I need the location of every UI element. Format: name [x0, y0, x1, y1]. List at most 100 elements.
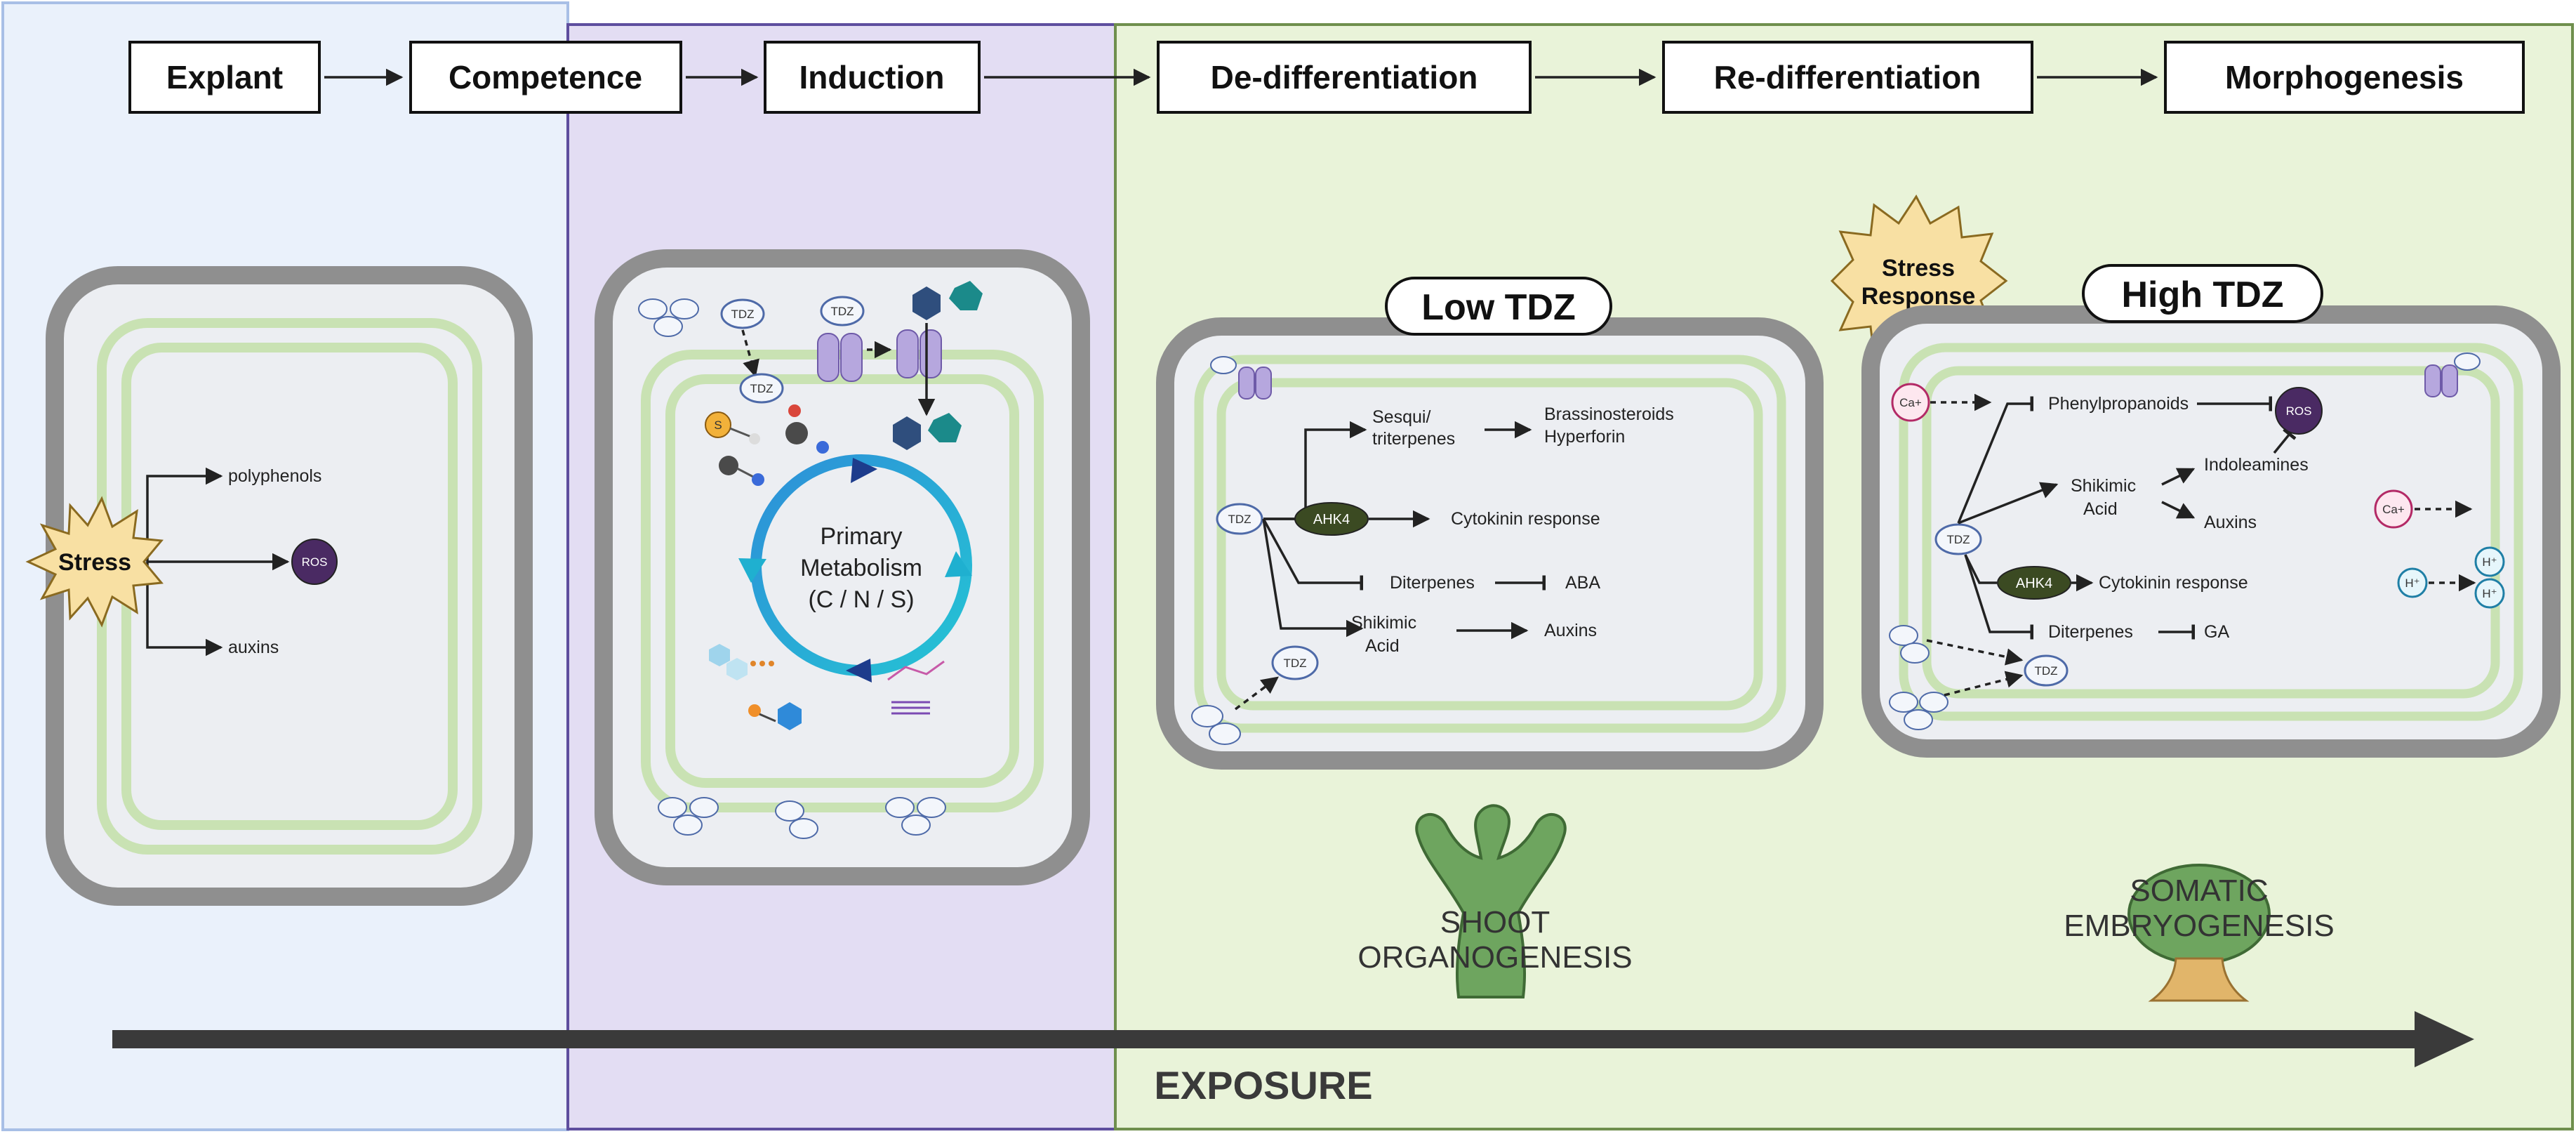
high-tdz-hub-label: TDZ [1946, 533, 1970, 546]
high-ahk4-label: AHK4 [2016, 576, 2052, 591]
atom-c [785, 422, 808, 444]
cycle-arrow-right [945, 551, 972, 577]
arrow-high-tdz-entry-2 [1944, 671, 2024, 697]
label-low-triterpenes: triterpenes [1372, 429, 1455, 449]
arrow-stress-polyphenols [146, 467, 223, 562]
cycle-label-2: Metabolism [800, 555, 922, 581]
high-tdz-membrane-inner [1922, 366, 2500, 699]
high-tdz-cluster-icon [1889, 625, 1948, 730]
arrow-high-tdz-entry-1 [1926, 639, 2024, 666]
tdz-clusters-bottom [658, 797, 946, 839]
high-h-out-label-1: H⁺ [2482, 555, 2497, 569]
high-ca-label: Ca+ [1899, 396, 1922, 409]
cycle-arrow-left [738, 558, 766, 583]
shoot-plant-icon [1415, 804, 1567, 998]
stage-competence-label: Competence [449, 59, 642, 95]
tdz-transporter-label: TDZ [830, 305, 854, 318]
high-h-out-label-2: H⁺ [2482, 587, 2497, 600]
shoot-label-1: SHOOT [1440, 905, 1550, 939]
stage-explant-label: Explant [166, 59, 283, 95]
label-high-cytokinin: Cytokinin response [2099, 573, 2248, 593]
label-low-cytokinin: Cytokinin response [1451, 509, 1600, 529]
high-tdz-entering-icon [2024, 654, 2069, 687]
label-high-indoleamines: Indoleamines [2204, 455, 2309, 475]
high-tdz-membrane-outer [1899, 343, 2523, 721]
stage-redifferentiation: Re-differentiation [1662, 41, 2033, 114]
stage-dedifferentiation: De-differentiation [1157, 41, 1532, 114]
stage-competence: Competence [409, 41, 682, 114]
low-tdz-membrane-outer [1194, 355, 1786, 733]
label-high-shikimic-1: Shikimic [2071, 476, 2136, 496]
stage-dedifferentiation-label: De-differentiation [1211, 59, 1478, 95]
cycle-arrow-bottom [846, 659, 872, 683]
sulfur-icon [705, 411, 731, 438]
high-ahk4-icon [1997, 566, 2071, 600]
arrow-low-tdz-entry [1234, 676, 1279, 711]
arrow-tdz-entry [741, 329, 759, 378]
high-tdz-entering-label: TDZ [2034, 664, 2057, 678]
link-high-ahk4 [1964, 554, 1997, 584]
high-ca-icon [1891, 383, 1930, 422]
atom-o [788, 404, 801, 417]
high-ros-label: ROS [2286, 404, 2312, 418]
ros-icon [291, 539, 338, 585]
induction-membrane-inner [665, 374, 1019, 788]
label-high-ga: GA [2204, 622, 2229, 642]
label-low-hyperforin: Hyperforin [1544, 427, 1625, 447]
stress-response-label-1: Stress [1882, 255, 1955, 282]
exposure-arrow-head [2415, 1011, 2474, 1067]
low-ahk4-icon [1294, 502, 1369, 536]
label-low-sesqui: Sesqui/ [1372, 407, 1430, 427]
hexagon-icon [912, 286, 941, 320]
label-low-diterpenes: Diterpenes [1390, 573, 1475, 593]
atom-c2 [719, 456, 738, 475]
tdz-inner-label: TDZ [750, 382, 773, 395]
somatic-embryogenesis-outcome: SOMATIC EMBRYOGENESIS [2064, 864, 2335, 1002]
somatic-label-1: SOMATIC [2130, 873, 2268, 908]
induction-cell: TDZ TDZ TDZ S [595, 249, 1090, 885]
exposure-axis: EXPOSURE [112, 1011, 2474, 1107]
stage-induction-label: Induction [799, 59, 945, 95]
label-polyphenols: polyphenols [228, 466, 321, 486]
small-molecules-icon [709, 644, 945, 730]
low-tdz-entering-label: TDZ [1283, 657, 1306, 670]
high-ca-out-label: Ca+ [2382, 503, 2405, 516]
low-tdz-cluster-icon [1191, 705, 1241, 745]
high-h-icon [2397, 567, 2428, 598]
shoot-label-2: ORGANOGENESIS [1357, 940, 1632, 975]
low-ahk4-label: AHK4 [1313, 512, 1350, 527]
pentagon-icon-inside [928, 413, 962, 442]
cycle-label-1: Primary [820, 523, 902, 550]
explant-cell: Stress polyphenols ROS auxins [25, 266, 533, 906]
low-tdz-transporter-icon [1238, 367, 1272, 400]
inhibit-high-diterpenes [1964, 554, 2032, 632]
stage-morphogenesis: Morphogenesis [2164, 41, 2525, 114]
stress-label: Stress [58, 549, 131, 576]
low-tdz-membrane-inner [1216, 378, 1763, 711]
cycle-label-3: (C / N / S) [808, 586, 914, 613]
arrow-low-shikimic [1262, 518, 1364, 638]
low-tdz-cell: Low TDZ TDZ Sesqui/ triterpenes Brassino… [1156, 277, 1824, 770]
high-tdz-transporter-icon [2424, 364, 2458, 397]
high-ca-out-icon [2374, 489, 2413, 529]
label-high-shikimic-2: Acid [2083, 499, 2118, 519]
label-high-diterpenes: Diterpenes [2048, 622, 2133, 642]
tdz-inner-icon [739, 373, 784, 404]
high-tdz-title: High TDZ [2121, 275, 2283, 315]
exposure-label: EXPOSURE [1154, 1063, 1372, 1107]
label-low-shikimic-1: Shikimic [1351, 613, 1416, 633]
stage-induction: Induction [764, 41, 981, 114]
cycle-arrow-top [851, 458, 877, 483]
somatic-label-2: EMBRYOGENESIS [2064, 909, 2335, 943]
stress-burst-icon [25, 496, 164, 628]
arrow-stress-auxins [146, 562, 223, 657]
label-high-auxins: Auxins [2204, 513, 2257, 532]
high-tdz-corner-tdz-icon [2454, 352, 2481, 371]
high-tdz-cell: High TDZ Ca+ TDZ Phenylpropanoids ROS Sh… [1861, 264, 2561, 758]
high-tdz-hub-icon [1934, 523, 1982, 555]
stress-response-label-2: Response [1861, 283, 1976, 310]
stage-redifferentiation-label: Re-differentiation [1714, 59, 1981, 95]
label-low-shikimic-2: Acid [1365, 636, 1400, 656]
